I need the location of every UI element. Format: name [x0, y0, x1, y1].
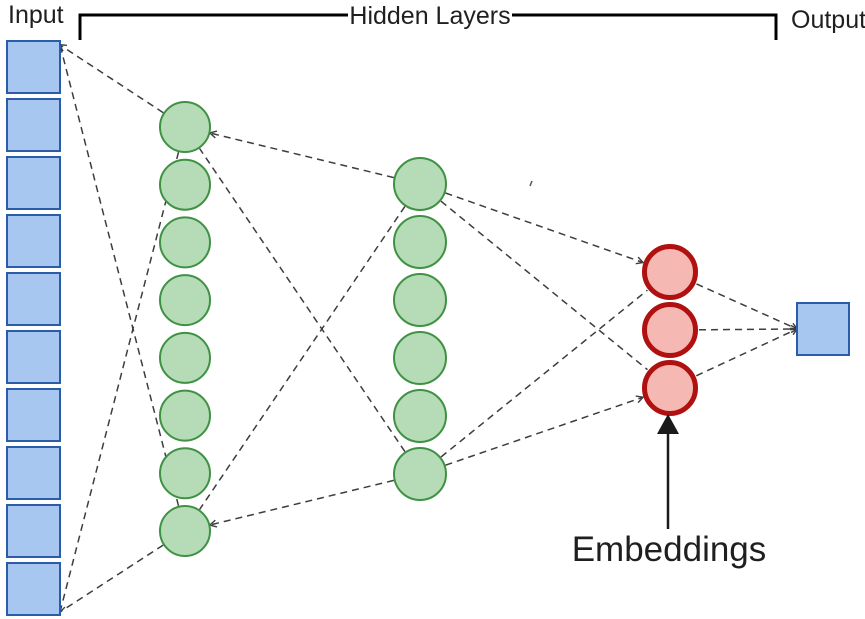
connection-lines: [57, 43, 799, 614]
connection-line: [59, 544, 164, 613]
input-node: [6, 98, 61, 152]
stray-mark: [529, 180, 533, 187]
hidden1-node: [159, 389, 211, 442]
hidden2-node: [393, 273, 447, 327]
hidden1-node: [159, 158, 211, 211]
hidden2-node: [393, 331, 447, 385]
hidden-layers-bracket: [78, 13, 778, 40]
input-label: Input: [8, 1, 64, 29]
embeddings-annotation: Embeddings: [572, 414, 767, 569]
input-node: [6, 388, 61, 442]
hidden-layers-label: Hidden Layers: [349, 2, 510, 30]
network-nodes: [6, 40, 850, 616]
connection-line: [198, 205, 406, 510]
connection-line: [440, 200, 648, 371]
connection-line: [696, 283, 799, 331]
connection-line: [57, 152, 180, 614]
input-node: [6, 214, 61, 268]
hidden1-node: [159, 274, 211, 327]
connection-line: [59, 44, 180, 506]
hidden1-node: [159, 447, 211, 500]
input-node: [6, 272, 61, 326]
hidden2-node: [393, 389, 447, 443]
hidden1-node: [159, 331, 211, 384]
connection-line: [58, 43, 164, 114]
embeddings-node: [642, 244, 698, 300]
embeddings-arrowhead-icon: [657, 414, 679, 434]
connection-line: [698, 324, 799, 334]
embeddings-label: Embeddings: [572, 530, 767, 569]
input-node: [6, 40, 61, 94]
connection-line: [198, 148, 406, 453]
connection-line: [208, 479, 394, 528]
connection-line: [440, 289, 648, 458]
input-node: [6, 330, 61, 384]
hidden2-node: [393, 447, 447, 501]
hidden2-node: [393, 215, 447, 269]
hidden1-node: [159, 101, 211, 153]
embeddings-node: [642, 360, 698, 416]
output-node: [796, 302, 850, 356]
connection-line: [445, 395, 645, 466]
input-node: [6, 446, 61, 500]
embeddings-node: [642, 302, 698, 358]
input-node: [6, 504, 61, 558]
hidden2-node: [393, 157, 447, 211]
connection-line: [695, 327, 799, 377]
hidden1-node: [159, 216, 211, 269]
output-label: Output: [791, 6, 865, 34]
input-node: [6, 156, 61, 210]
connection-line: [445, 192, 645, 265]
input-node: [6, 562, 61, 616]
hidden1-node: [159, 505, 211, 557]
connection-line: [208, 130, 394, 179]
